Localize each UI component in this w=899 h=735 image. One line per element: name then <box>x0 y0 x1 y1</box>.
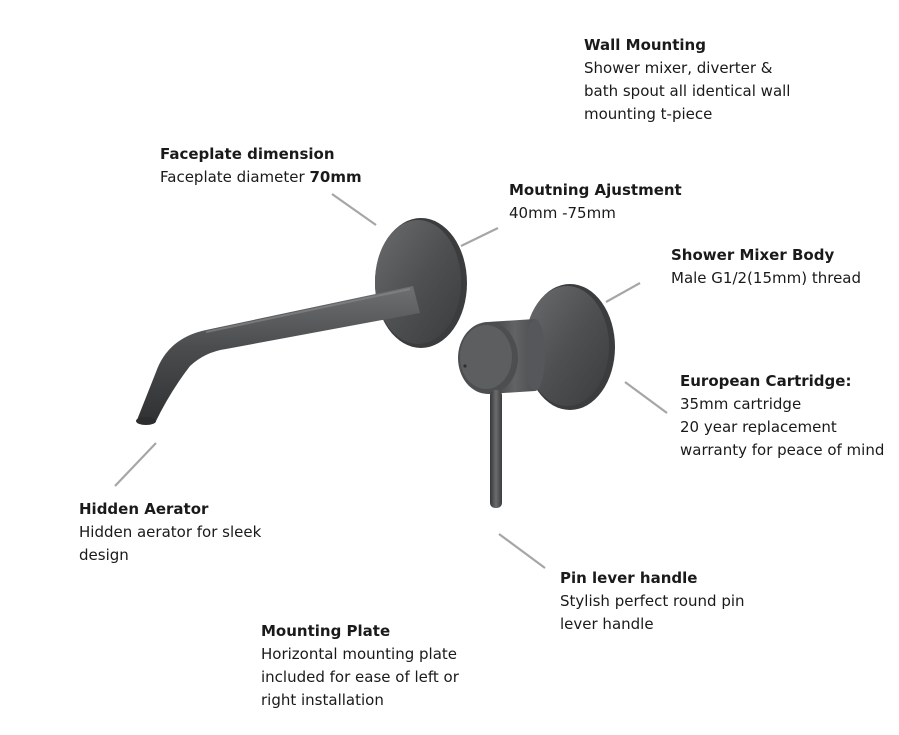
wall-mounting-callout: Wall Mounting Shower mixer, diverter & b… <box>584 34 790 126</box>
callout-text: 20 year replacement <box>680 418 837 436</box>
leader-line-faceplate <box>331 193 377 226</box>
leader-line-mounting-adjustment <box>460 227 499 247</box>
callout-text: Shower mixer, diverter & <box>584 59 773 77</box>
leader-line-aerator <box>114 442 157 487</box>
callout-title: Shower Mixer Body <box>671 246 835 264</box>
leader-line-mixer-body <box>605 282 641 303</box>
callout-text: bath spout all identical wall <box>584 82 791 100</box>
callout-text: right installation <box>261 691 384 709</box>
leader-lines <box>114 193 668 569</box>
callout-text: design <box>79 546 129 564</box>
mixer-body <box>458 319 545 394</box>
callout-text: Stylish perfect round pin <box>560 592 745 610</box>
pin-lever <box>490 390 502 508</box>
callout-text: Hidden aerator for sleek <box>79 523 262 541</box>
callout-text: 35mm cartridge <box>680 395 802 413</box>
callout-title: Wall Mounting <box>584 36 706 54</box>
callout-text: lever handle <box>560 615 654 633</box>
mounting-adjustment-callout: Moutning Ajustment 40mm -75mm <box>509 179 682 225</box>
callout-text: warranty for peace of mind <box>680 441 885 459</box>
leader-line-cartridge <box>624 381 668 414</box>
callout-title: Hidden Aerator <box>79 500 209 518</box>
callout-text: 40mm -75mm <box>509 204 616 222</box>
faceplate-callout: Faceplate dimension Faceplate diameter 7… <box>160 143 362 189</box>
callout-title: Moutning Ajustment <box>509 181 682 199</box>
aerator-callout: Hidden Aerator Hidden aerator for sleek … <box>79 498 261 567</box>
callout-text: Faceplate diameter 70mm <box>160 166 362 189</box>
callout-title: Faceplate dimension <box>160 145 335 163</box>
mixer-faceplate <box>525 284 615 410</box>
mixer-body-callout: Shower Mixer Body Male G1/2(15mm) thread <box>671 244 861 290</box>
callout-text: Male G1/2(15mm) thread <box>671 269 862 287</box>
callout-title: European Cartridge: <box>680 372 852 390</box>
cartridge-callout: European Cartridge: 35mm cartridge 20 ye… <box>680 370 884 462</box>
faceplate-text: Faceplate diameter <box>160 168 310 186</box>
pin-lever-callout: Pin lever handle Stylish perfect round p… <box>560 567 745 636</box>
bath-spout <box>136 286 420 425</box>
faceplate-value: 70mm <box>309 168 362 186</box>
mounting-plate-callout: Mounting Plate Horizontal mounting plate… <box>261 620 459 712</box>
spout-faceplate <box>375 218 467 348</box>
callout-text: Horizontal mounting plate <box>261 645 457 663</box>
callout-text: included for ease of left or <box>261 668 459 686</box>
callout-title: Pin lever handle <box>560 569 698 587</box>
callout-title: Mounting Plate <box>261 622 391 640</box>
callout-text: mounting t-piece <box>584 105 713 123</box>
leader-line-pin-lever <box>498 533 546 569</box>
